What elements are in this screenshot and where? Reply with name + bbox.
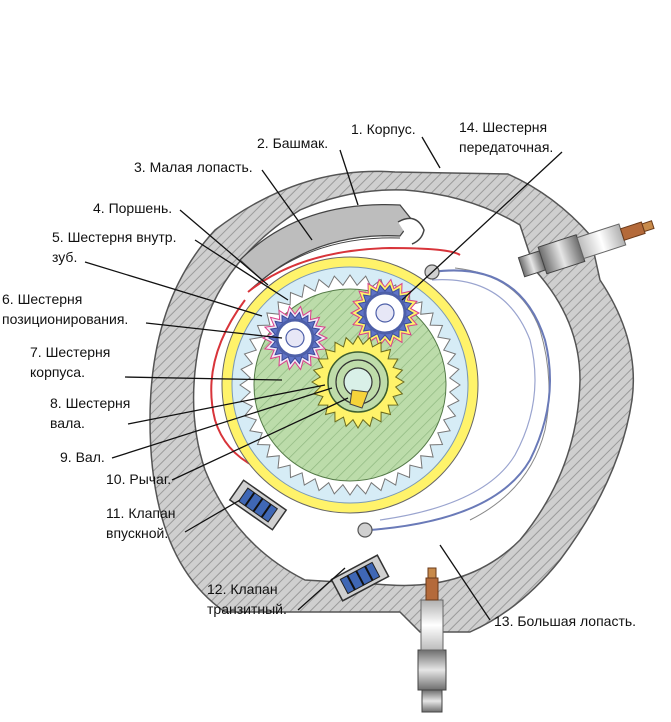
labels: 1. Корпус. 2. Башмак. 3. Малая лопасть. … [2, 119, 636, 629]
positioning-gear [261, 305, 329, 371]
label-shoe: 2. Башмак. [257, 135, 328, 151]
label-transit-valve-2: транзитный. [207, 601, 287, 617]
transfer-gear [349, 278, 421, 348]
label-piston: 4. Поршень. [93, 200, 172, 216]
label-intake-valve-2: впускной. [106, 525, 168, 541]
label-housing: 1. Корпус. [351, 121, 416, 137]
label-transfer-gear-1: 14. Шестерня [459, 119, 547, 135]
label-positioning-gear-2: позиционирования. [2, 311, 128, 327]
label-shaft: 9. Вал. [60, 449, 105, 465]
label-transit-valve-1: 12. Клапан [207, 581, 278, 597]
lever [349, 389, 369, 409]
shaft-gear [311, 335, 405, 429]
label-small-blade: 3. Малая лопасть. [134, 159, 253, 175]
shoe [239, 203, 425, 291]
label-internal-gear-2: зуб. [52, 249, 77, 265]
label-shaft-gear-2: вала. [50, 415, 85, 431]
intake-valve [228, 479, 288, 531]
large-blade-line [369, 269, 551, 531]
leader-lines [84, 136, 563, 621]
transit-valve [330, 554, 390, 602]
label-lever: 10. Рычаг. [106, 471, 171, 487]
label-shaft-gear-1: 8. Шестерня [50, 395, 130, 411]
label-large-blade: 13. Большая лопасть. [494, 613, 636, 629]
label-positioning-gear-1: 6. Шестерня [2, 291, 82, 307]
label-transfer-gear-2: передаточная. [459, 139, 553, 155]
label-housing-gear-1: 7. Шестерня [30, 344, 110, 360]
label-housing-gear-2: корпуса. [30, 364, 85, 380]
label-internal-gear-1: 5. Шестерня внутр. [52, 229, 176, 245]
spark-plug-icon [417, 567, 447, 713]
label-intake-valve-1: 11. Клапан [106, 505, 176, 521]
spark-plug-icon [517, 220, 655, 278]
